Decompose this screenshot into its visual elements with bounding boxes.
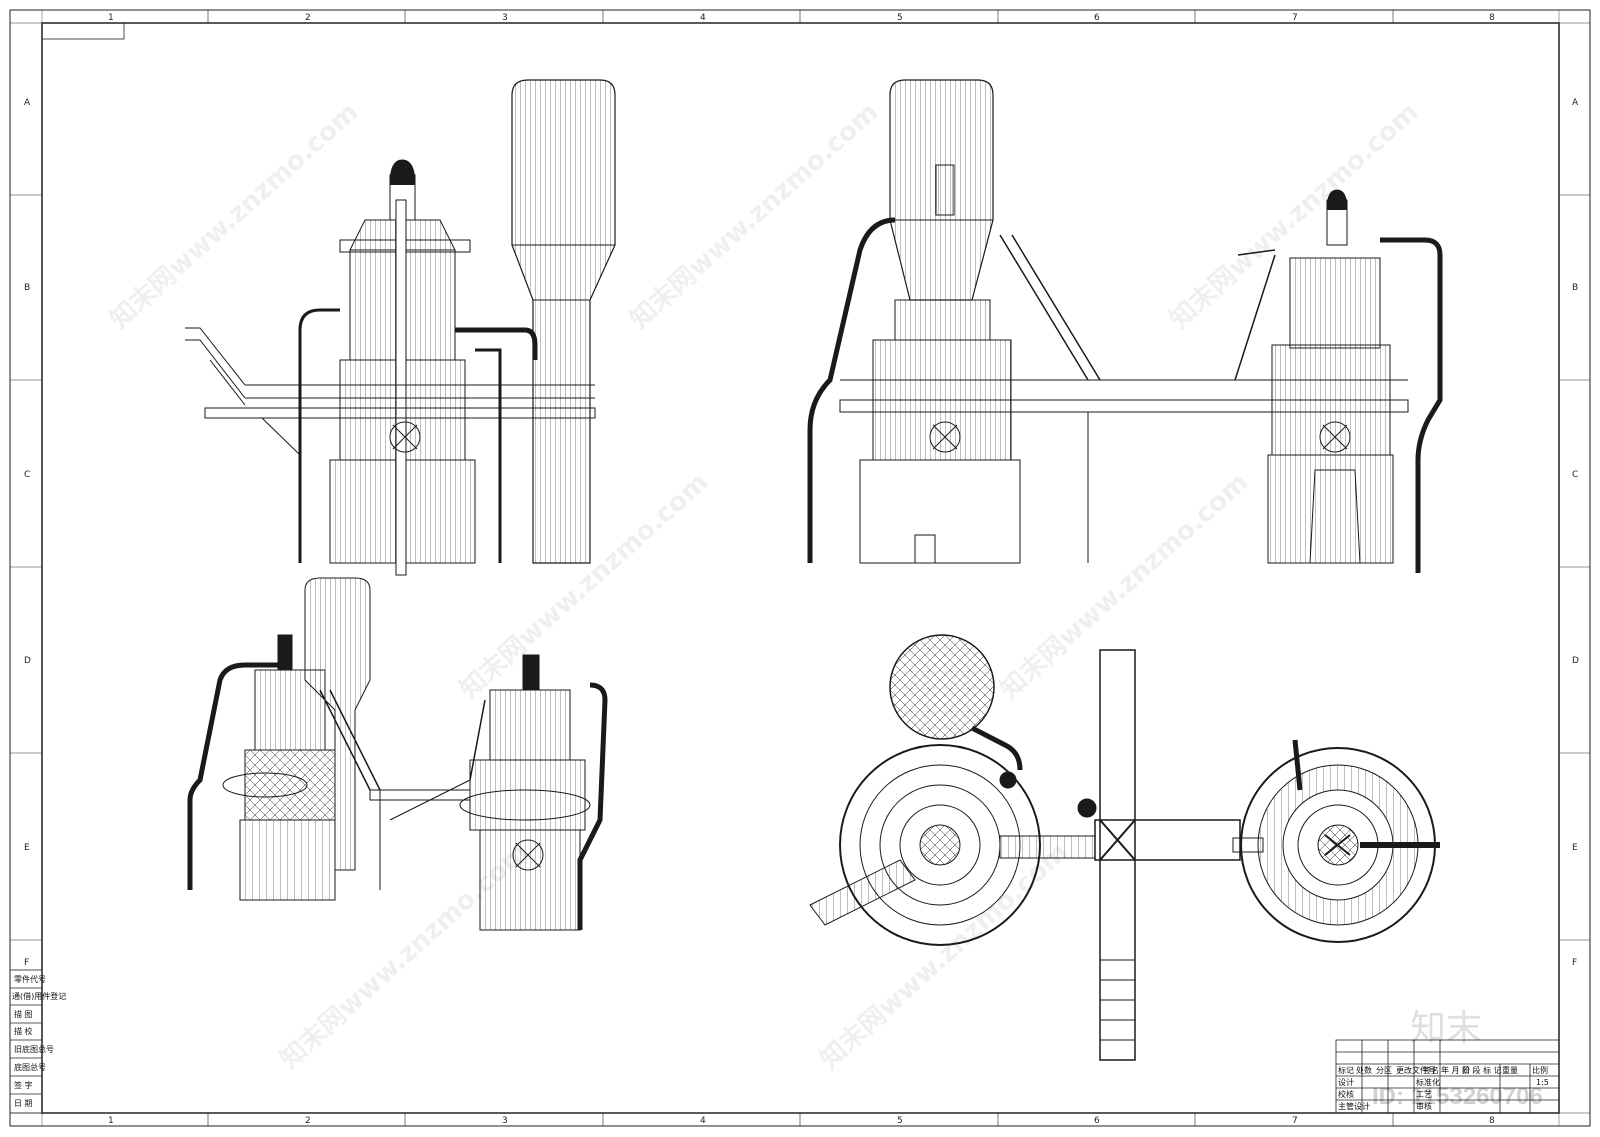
tb-header: 年 月 日 <box>1441 1065 1470 1075</box>
column-label: 1 <box>108 1116 114 1126</box>
tb-label: 标准化 <box>1416 1077 1440 1087</box>
front-elevation-view <box>185 79 616 576</box>
column-label: 6 <box>1094 1116 1100 1126</box>
mill-body <box>329 159 476 576</box>
tb-header: 标记 <box>1338 1065 1354 1075</box>
title-block <box>1335 1039 1560 1114</box>
record-label: 底图总号 <box>14 1062 46 1072</box>
row-label: B <box>1572 283 1578 293</box>
watermark-text: 知末网www.znzmo.com <box>625 97 885 335</box>
row-label: A <box>1572 98 1579 108</box>
column-label: 1 <box>108 13 114 23</box>
row-label: F <box>24 958 29 968</box>
tb-row: 主管设计 <box>1338 1101 1370 1111</box>
platform-right <box>839 234 1409 563</box>
tb-row: 设计 <box>1338 1077 1354 1087</box>
column-label: 8 <box>1489 1116 1495 1126</box>
pipes <box>298 308 538 563</box>
zone-ticks <box>10 10 1590 1126</box>
left-record-table <box>9 969 43 1114</box>
side-elevation-view <box>807 79 1443 573</box>
tb-header: 分区 <box>1376 1066 1392 1075</box>
tb-header: 比例 <box>1532 1065 1548 1075</box>
iso-walkway <box>369 779 471 890</box>
row-labels-left: A B C D E F <box>24 98 31 968</box>
tb-header: 阶 段 标 记 <box>1462 1065 1502 1075</box>
column-label: 2 <box>305 13 311 23</box>
tb-header: 签名 <box>1423 1065 1439 1075</box>
row-label: E <box>1572 843 1578 853</box>
silo-tall <box>511 79 616 564</box>
plan-view <box>809 634 1440 1061</box>
row-label: D <box>1572 656 1579 666</box>
tb-header: 更改文件号 <box>1396 1065 1436 1075</box>
left-record-labels: 零件代号 通(借)用件登记 描 图 描 校 旧底图总号 底图总号 签 字 日 期 <box>12 974 66 1108</box>
row-labels-right: A B C D E F <box>1572 98 1579 968</box>
column-labels-top: 1 2 3 4 5 6 7 8 <box>108 13 1495 23</box>
record-label: 日 期 <box>14 1099 33 1108</box>
pipes-right <box>807 217 1443 573</box>
record-label: 通(借)用件登记 <box>12 991 66 1001</box>
plan-mill-left <box>809 744 1097 946</box>
column-labels-bottom: 1 2 3 4 5 6 7 8 <box>108 1116 1495 1126</box>
tb-header: 重量 <box>1502 1065 1518 1075</box>
column-label: 7 <box>1292 13 1298 23</box>
column-label: 5 <box>897 1116 903 1126</box>
record-label: 旧底图总号 <box>14 1044 54 1054</box>
platform <box>185 327 596 456</box>
plan-mill-right <box>1232 739 1440 943</box>
iso-mill-left <box>187 634 381 901</box>
watermark-text: 知末网www.znzmo.com <box>105 97 365 335</box>
record-label: 零件代号 <box>14 974 46 984</box>
iso-mill-right <box>459 654 608 931</box>
column-label: 4 <box>700 1116 706 1126</box>
record-label: 签 字 <box>14 1080 33 1090</box>
watermark-text: 知末网www.znzmo.com <box>995 467 1255 705</box>
isometric-view <box>187 577 608 931</box>
column-label: 8 <box>1489 13 1495 23</box>
row-label: C <box>24 470 30 480</box>
plan-silo-circle <box>889 634 1023 771</box>
mill-right <box>1267 189 1394 564</box>
tb-label: 工艺 <box>1416 1090 1432 1099</box>
row-label: A <box>24 98 31 108</box>
row-label: E <box>24 843 30 853</box>
tb-row: 校核 <box>1338 1089 1354 1099</box>
watermark-text: 知末网www.znzmo.com <box>815 837 1075 1075</box>
row-label: D <box>24 656 31 666</box>
row-label: C <box>1572 470 1578 480</box>
tb-header: 处数 <box>1356 1065 1372 1075</box>
row-label: B <box>24 283 30 293</box>
row-label: F <box>1572 958 1577 968</box>
column-label: 4 <box>700 13 706 23</box>
brand-logo-watermark: 知末 <box>1410 1008 1482 1049</box>
plan-crossing-walkway <box>1094 649 1241 1061</box>
column-label: 5 <box>897 13 903 23</box>
record-label: 描 校 <box>14 1026 33 1036</box>
column-label: 7 <box>1292 1116 1298 1126</box>
record-label: 描 图 <box>14 1009 33 1019</box>
column-label: 2 <box>305 1116 311 1126</box>
column-label: 6 <box>1094 13 1100 23</box>
tb-scale: 1:5 <box>1536 1078 1549 1087</box>
title-block-text: 标记 处数 分区 更改文件号 签名 年 月 日 阶 段 标 记 重量 比例 设计… <box>1338 1065 1549 1111</box>
column-label: 3 <box>502 13 508 23</box>
column-label: 3 <box>502 1116 508 1126</box>
image-id-watermark: ID: 1153260706 <box>1372 1083 1543 1110</box>
tb-label: 审核 <box>1416 1101 1432 1111</box>
